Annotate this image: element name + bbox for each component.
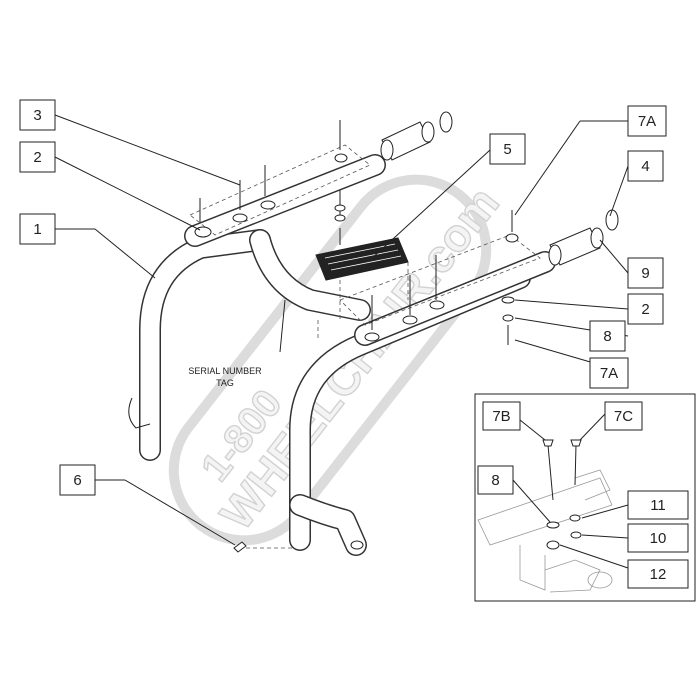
- label-9: 9: [627, 257, 664, 289]
- label-2-top-text: 2: [33, 149, 41, 166]
- right-frame-tube: [289, 267, 531, 556]
- label-7a-bottom: 7A: [589, 357, 629, 389]
- label-9-text: 9: [641, 265, 649, 282]
- inset-12-text: 12: [650, 566, 667, 583]
- inset-8-text: 8: [491, 472, 499, 489]
- label-4-text: 4: [641, 158, 649, 175]
- label-5: 5: [489, 133, 526, 165]
- footplate: [315, 237, 409, 320]
- label-8: 8: [589, 320, 626, 352]
- label-6-text: 6: [73, 472, 81, 489]
- label-1-text: 1: [33, 221, 41, 238]
- label-4: 4: [627, 150, 664, 182]
- right-clamp: [548, 209, 619, 266]
- left-clamp: [380, 111, 453, 161]
- serial-tag-line1: SERIAL NUMBER: [188, 366, 262, 376]
- label-7a-bottom-text: 7A: [600, 365, 618, 382]
- label-8-text: 8: [603, 328, 611, 345]
- left-upper-rail: [184, 120, 386, 247]
- label-2-right-text: 2: [641, 301, 649, 318]
- inset-7b-text: 7B: [492, 408, 510, 425]
- label-6: 6: [59, 464, 96, 496]
- right-upper-rail: [339, 210, 556, 346]
- serial-tag-line2: TAG: [216, 378, 234, 388]
- label-5-text: 5: [503, 141, 511, 158]
- leader-lines: [54, 114, 629, 546]
- label-3-text: 3: [33, 107, 41, 124]
- label-2-right: 2: [627, 293, 664, 325]
- inset-detail: 7B 7C 8 11 10 12: [474, 393, 696, 602]
- inset-11-text: 11: [650, 497, 666, 514]
- label-2-top: 2: [19, 141, 56, 173]
- inset-10-text: 10: [650, 530, 667, 547]
- label-1: 1: [19, 213, 56, 245]
- label-7a-top: 7A: [627, 105, 667, 137]
- serial-tag-marker: [233, 320, 319, 553]
- label-3: 3: [19, 99, 56, 131]
- inset-7c-text: 7C: [614, 408, 633, 425]
- left-frame-tube: [128, 229, 371, 461]
- label-7a-top-text: 7A: [638, 113, 656, 130]
